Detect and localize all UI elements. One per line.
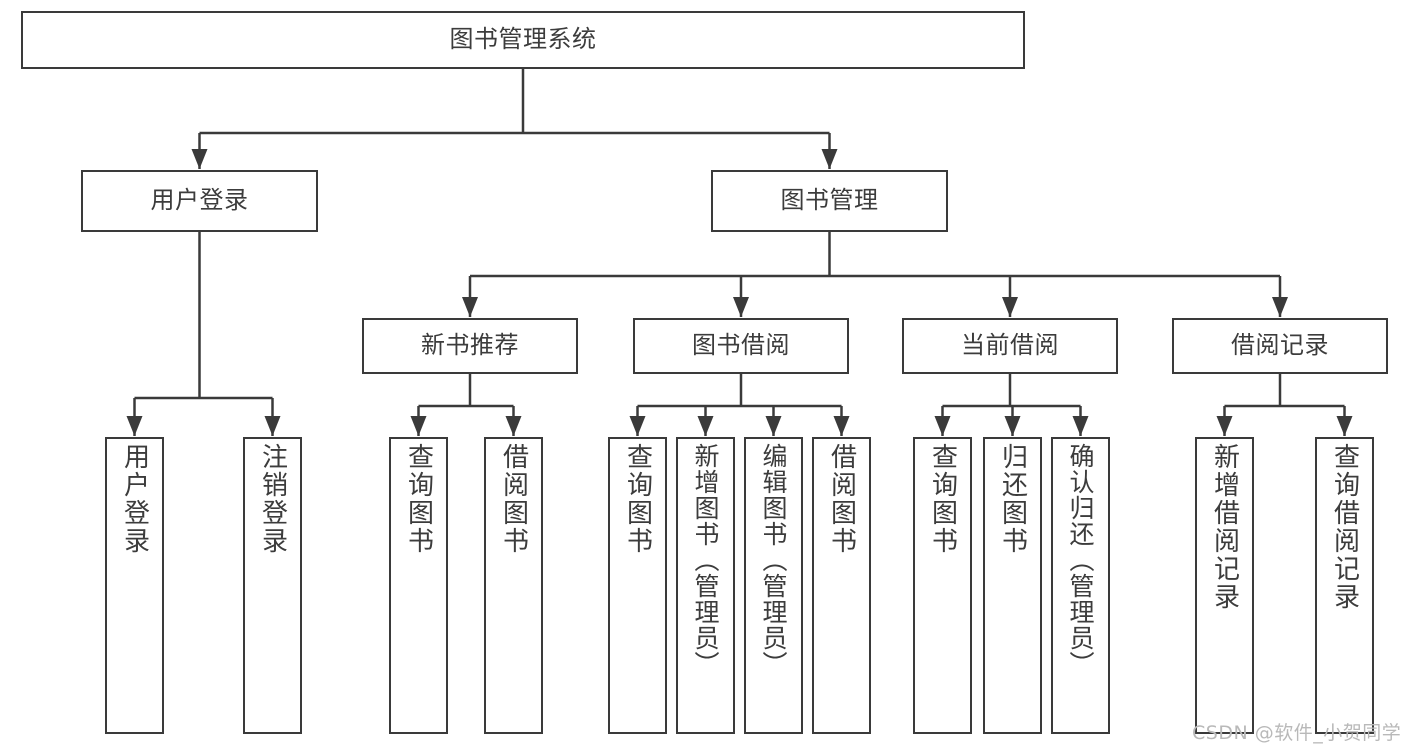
node-label: 图书管理系统 bbox=[449, 25, 597, 54]
node-borrow-record[interactable]: 借阅记录 bbox=[1172, 318, 1388, 374]
node-leaf-edit-book-admin[interactable]: 编辑图书（管理员） bbox=[744, 437, 803, 734]
watermark-label: CSDN @软件_小贺同学 bbox=[1192, 722, 1402, 744]
node-label: 查询图书 bbox=[403, 443, 434, 555]
node-label: 图书借阅 bbox=[692, 331, 790, 360]
node-leaf-confirm-return-admin[interactable]: 确认归还（管理员） bbox=[1051, 437, 1110, 734]
node-label: 编辑图书（管理员） bbox=[759, 443, 788, 677]
node-label: 借阅图书 bbox=[826, 443, 857, 555]
node-label: 新增图书（管理员） bbox=[691, 443, 720, 677]
node-label: 借阅图书 bbox=[498, 443, 529, 555]
node-label: 借阅记录 bbox=[1231, 331, 1329, 360]
node-label: 用户登录 bbox=[119, 443, 150, 555]
node-label: 新增借阅记录 bbox=[1209, 443, 1240, 611]
node-label: 查询借阅记录 bbox=[1329, 443, 1360, 611]
node-leaf-borrow-book-recommend[interactable]: 借阅图书 bbox=[484, 437, 543, 734]
node-leaf-query-book-borrow[interactable]: 查询图书 bbox=[608, 437, 667, 734]
node-label: 新书推荐 bbox=[421, 331, 519, 360]
node-leaf-query-borrow-record[interactable]: 查询借阅记录 bbox=[1315, 437, 1374, 734]
node-leaf-add-book-admin[interactable]: 新增图书（管理员） bbox=[676, 437, 735, 734]
node-root[interactable]: 图书管理系统 bbox=[21, 11, 1025, 69]
node-book-manage[interactable]: 图书管理 bbox=[711, 170, 948, 232]
node-label: 查询图书 bbox=[927, 443, 958, 555]
node-label: 用户登录 bbox=[150, 186, 249, 215]
node-current-borrow[interactable]: 当前借阅 bbox=[902, 318, 1118, 374]
node-leaf-return-book[interactable]: 归还图书 bbox=[983, 437, 1042, 734]
node-label: 确认归还（管理员） bbox=[1066, 443, 1095, 677]
node-book-borrow[interactable]: 图书借阅 bbox=[633, 318, 849, 374]
node-leaf-add-borrow-record[interactable]: 新增借阅记录 bbox=[1195, 437, 1254, 734]
node-leaf-logout-login[interactable]: 注销登录 bbox=[243, 437, 302, 734]
node-leaf-user-login[interactable]: 用户登录 bbox=[105, 437, 164, 734]
node-user-login[interactable]: 用户登录 bbox=[81, 170, 318, 232]
node-new-book-recommend[interactable]: 新书推荐 bbox=[362, 318, 578, 374]
node-leaf-query-book-recommend[interactable]: 查询图书 bbox=[389, 437, 448, 734]
node-label: 当前借阅 bbox=[961, 331, 1059, 360]
node-label: 注销登录 bbox=[257, 443, 288, 555]
node-leaf-query-book-current[interactable]: 查询图书 bbox=[913, 437, 972, 734]
node-label: 查询图书 bbox=[622, 443, 653, 555]
node-label: 图书管理 bbox=[780, 186, 879, 215]
node-label: 归还图书 bbox=[997, 443, 1028, 555]
node-leaf-borrow-book[interactable]: 借阅图书 bbox=[812, 437, 871, 734]
